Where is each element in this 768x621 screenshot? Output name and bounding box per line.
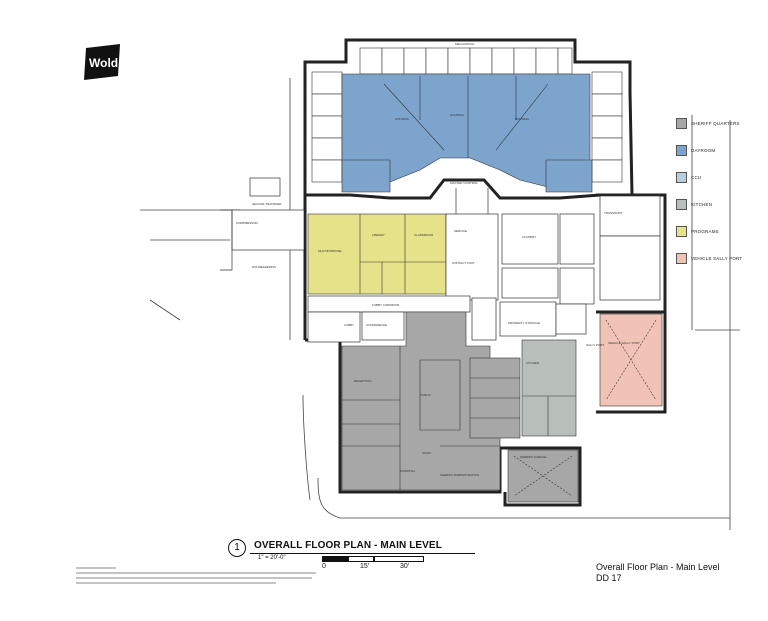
drawing-title-block: 1 OVERALL FLOOR PLAN - MAIN LEVEL 1" = 2… [228, 537, 478, 567]
legend-label: VEHICLE SALLY PORT [691, 255, 743, 261]
drawing-number: 1 [228, 539, 246, 557]
svg-text:HOUSEKEEPING: HOUSEKEEPING [252, 265, 277, 269]
service-core [445, 188, 661, 341]
svg-text:KITCHEN: KITCHEN [526, 361, 539, 365]
sheet-title: Overall Floor Plan - Main Level [596, 562, 720, 572]
wold-logo: Wold [80, 42, 124, 82]
svg-text:CONTACT VISIT: CONTACT VISIT [452, 261, 475, 265]
garage-zone [507, 449, 579, 503]
sheet-title-block: Overall Floor Plan - Main Level DD 17 [596, 562, 720, 584]
svg-text:RECEPTION: RECEPTION [354, 379, 372, 383]
svg-text:HOUSING: HOUSING [515, 117, 530, 121]
svg-text:CLASSROOM: CLASSROOM [414, 233, 434, 237]
svg-text:TRANSPORT: TRANSPORT [604, 211, 623, 215]
legend: SHERIFF QUARTERS DAYROOM CCU KITCHEN PROGRAM… [676, 117, 766, 279]
drawing-title: OVERALL FLOOR PLAN - MAIN LEVEL [254, 540, 442, 551]
logo-text: Wold [89, 56, 118, 70]
drawing-scale: 1" = 20'-0" [258, 555, 286, 561]
legend-label: KITCHEN [691, 201, 713, 207]
fine-print-lines [76, 567, 316, 584]
sheriff-quarters-zone [341, 311, 521, 491]
legend-swatch [676, 198, 687, 210]
svg-text:MULTIPURPOSE: MULTIPURPOSE [318, 249, 341, 253]
kitchen-zone [521, 339, 577, 437]
lobby [307, 295, 471, 343]
legend-item: KITCHEN [676, 198, 766, 210]
svg-text:VEHICLE SALLY PORT: VEHICLE SALLY PORT [608, 341, 640, 345]
legend-swatch [676, 144, 687, 156]
svg-text:SECURE TRANSFER: SECURE TRANSFER [252, 202, 282, 206]
svg-text:STAFF: STAFF [422, 451, 431, 455]
legend-item: SHERIFF QUARTERS [676, 117, 766, 129]
legend-item: DAYROOM [676, 144, 766, 156]
svg-text:MASTER CONTROL: MASTER CONTROL [450, 181, 478, 185]
svg-text:HOUSING: HOUSING [450, 113, 465, 117]
scale-label-30: 30' [400, 563, 410, 570]
svg-text:HOUSING: HOUSING [395, 117, 410, 121]
scale-bar-segment [348, 556, 374, 562]
scale-bar: 0 15' 30' [322, 556, 426, 576]
legend-label: DAYROOM [691, 147, 716, 153]
svg-text:SERVICE: SERVICE [454, 229, 467, 233]
fine-print-notes [76, 566, 326, 589]
svg-text:PUBLIC: PUBLIC [420, 393, 432, 397]
title-underline [250, 553, 475, 554]
svg-text:LAUNDRY: LAUNDRY [522, 235, 536, 239]
legend-item: CCU [676, 171, 766, 183]
svg-text:MECHANICAL: MECHANICAL [455, 42, 475, 46]
scale-label-0: 0 [322, 563, 326, 570]
svg-text:LOBBY: LOBBY [344, 323, 354, 327]
dayroom-zones [341, 73, 593, 193]
scale-label-15: 15' [360, 563, 370, 570]
legend-swatch [676, 171, 687, 183]
legend-label: CCU [691, 174, 702, 180]
svg-text:PROPERTY STORAGE: PROPERTY STORAGE [508, 321, 540, 325]
svg-text:SHERIFF GARAGE: SHERIFF GARAGE [520, 455, 547, 459]
site-lines [140, 78, 740, 530]
legend-swatch [676, 252, 687, 264]
svg-text:CONFERENCE: CONFERENCE [366, 323, 387, 327]
sheet-code: DD 17 [596, 573, 622, 583]
svg-text:LOBBY CORRIDOR: LOBBY CORRIDOR [372, 303, 400, 307]
svg-text:SHERIFF ADMINISTRATION: SHERIFF ADMINISTRATION [440, 473, 479, 477]
wold-logo-mark: Wold [84, 44, 120, 80]
secure-transfer [220, 177, 305, 271]
svg-text:DISPATCH: DISPATCH [400, 469, 415, 473]
svg-text:SALLY PORT: SALLY PORT [586, 343, 604, 347]
scale-bar-segment [322, 556, 348, 562]
sallyport-zone [599, 313, 663, 407]
legend-item: PROGRAMS [676, 225, 766, 237]
legend-swatch [676, 225, 687, 237]
svg-text:LIBRARY: LIBRARY [372, 233, 385, 237]
scale-bar-segment [374, 556, 424, 562]
programs-zone [307, 213, 447, 295]
legend-label: PROGRAMS [691, 228, 719, 234]
legend-item: VEHICLE SALLY PORT [676, 252, 766, 264]
svg-text:COMPRESSOR: COMPRESSOR [236, 221, 259, 225]
cells-top [311, 47, 623, 183]
legend-swatch [676, 117, 687, 129]
legend-label: SHERIFF QUARTERS [691, 120, 740, 126]
